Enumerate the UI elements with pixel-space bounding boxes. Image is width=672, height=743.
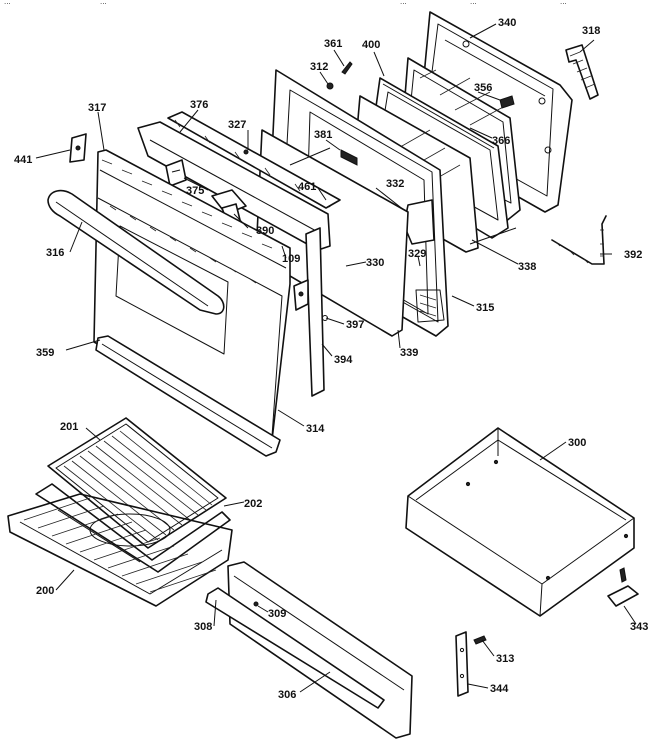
part-392-door-rod xyxy=(551,215,607,265)
part-308-drawer-handle-trim xyxy=(205,587,385,709)
callout-309: 309 xyxy=(268,608,286,620)
part-200-oven-rack xyxy=(7,493,233,607)
callout-441: 441 xyxy=(14,154,32,166)
part-202-broiler-pan xyxy=(35,483,231,573)
header-fragments: ... ... ... ... ... xyxy=(4,0,567,6)
callout-314: 314 xyxy=(306,423,325,435)
callout-316: 316 xyxy=(46,247,64,259)
callout-306: 306 xyxy=(278,689,296,701)
callout-376: 376 xyxy=(190,99,208,111)
callout-109: 109 xyxy=(282,253,300,265)
callout-202: 202 xyxy=(244,498,262,510)
part-375-bracket xyxy=(165,159,187,187)
leader-lines xyxy=(35,23,637,693)
callout-397: 397 xyxy=(346,319,364,331)
header-fragment-1: ... xyxy=(4,0,11,6)
callout-344: 344 xyxy=(490,683,509,695)
part-359-door-bottom-trim xyxy=(95,335,281,457)
part-344-drawer-rail xyxy=(455,631,469,697)
callout-392: 392 xyxy=(624,249,642,261)
callout-308: 308 xyxy=(194,621,212,633)
callout-390: 390 xyxy=(256,225,274,237)
part-313-screw xyxy=(473,635,487,645)
callout-327: 327 xyxy=(228,119,246,131)
part-300-storage-drawer xyxy=(405,427,635,617)
header-fragment-4: ... xyxy=(470,0,477,6)
part-312-screw xyxy=(326,82,334,90)
header-fragment-3: ... xyxy=(400,0,407,6)
callout-381: 381 xyxy=(314,129,332,141)
callout-400: 400 xyxy=(362,39,380,51)
callout-312: 312 xyxy=(310,61,328,73)
callout-labels: 441 317 376 327 312 361 400 340 318 356 … xyxy=(14,17,648,701)
callout-315: 315 xyxy=(476,302,494,314)
callout-329: 329 xyxy=(408,248,426,260)
callout-366: 366 xyxy=(492,135,510,147)
part-441-clip xyxy=(69,133,87,163)
callout-359: 359 xyxy=(36,347,54,359)
part-394-hinge-channel xyxy=(293,227,325,397)
part-201-broiler-grid xyxy=(47,417,227,549)
part-316-door-handle xyxy=(47,189,225,315)
part-376-door-frame-channel xyxy=(137,111,341,251)
callout-200: 200 xyxy=(36,585,54,597)
callout-332: 332 xyxy=(386,178,404,190)
callout-338: 338 xyxy=(518,261,536,273)
callout-343: 343 xyxy=(630,621,648,633)
callout-361: 361 xyxy=(324,38,342,50)
part-318-door-gasket-piece xyxy=(565,44,599,100)
callout-461: 461 xyxy=(298,181,316,193)
part-309-screw xyxy=(253,601,259,607)
callout-300: 300 xyxy=(568,437,586,449)
callout-201: 201 xyxy=(60,421,78,433)
part-361-screw xyxy=(341,61,353,75)
callout-339: 339 xyxy=(400,347,418,359)
callout-317: 317 xyxy=(88,102,106,114)
header-fragment-2: ... xyxy=(100,0,107,6)
part-343-drawer-stop xyxy=(607,567,639,607)
callout-394: 394 xyxy=(334,354,353,366)
callout-356: 356 xyxy=(474,82,492,94)
part-306-drawer-front xyxy=(227,561,413,739)
callout-375: 375 xyxy=(186,185,204,197)
callout-330: 330 xyxy=(366,257,384,269)
callout-313: 313 xyxy=(496,653,514,665)
callout-340: 340 xyxy=(498,17,516,29)
header-fragment-5: ... xyxy=(560,0,567,6)
callout-318: 318 xyxy=(582,25,600,37)
